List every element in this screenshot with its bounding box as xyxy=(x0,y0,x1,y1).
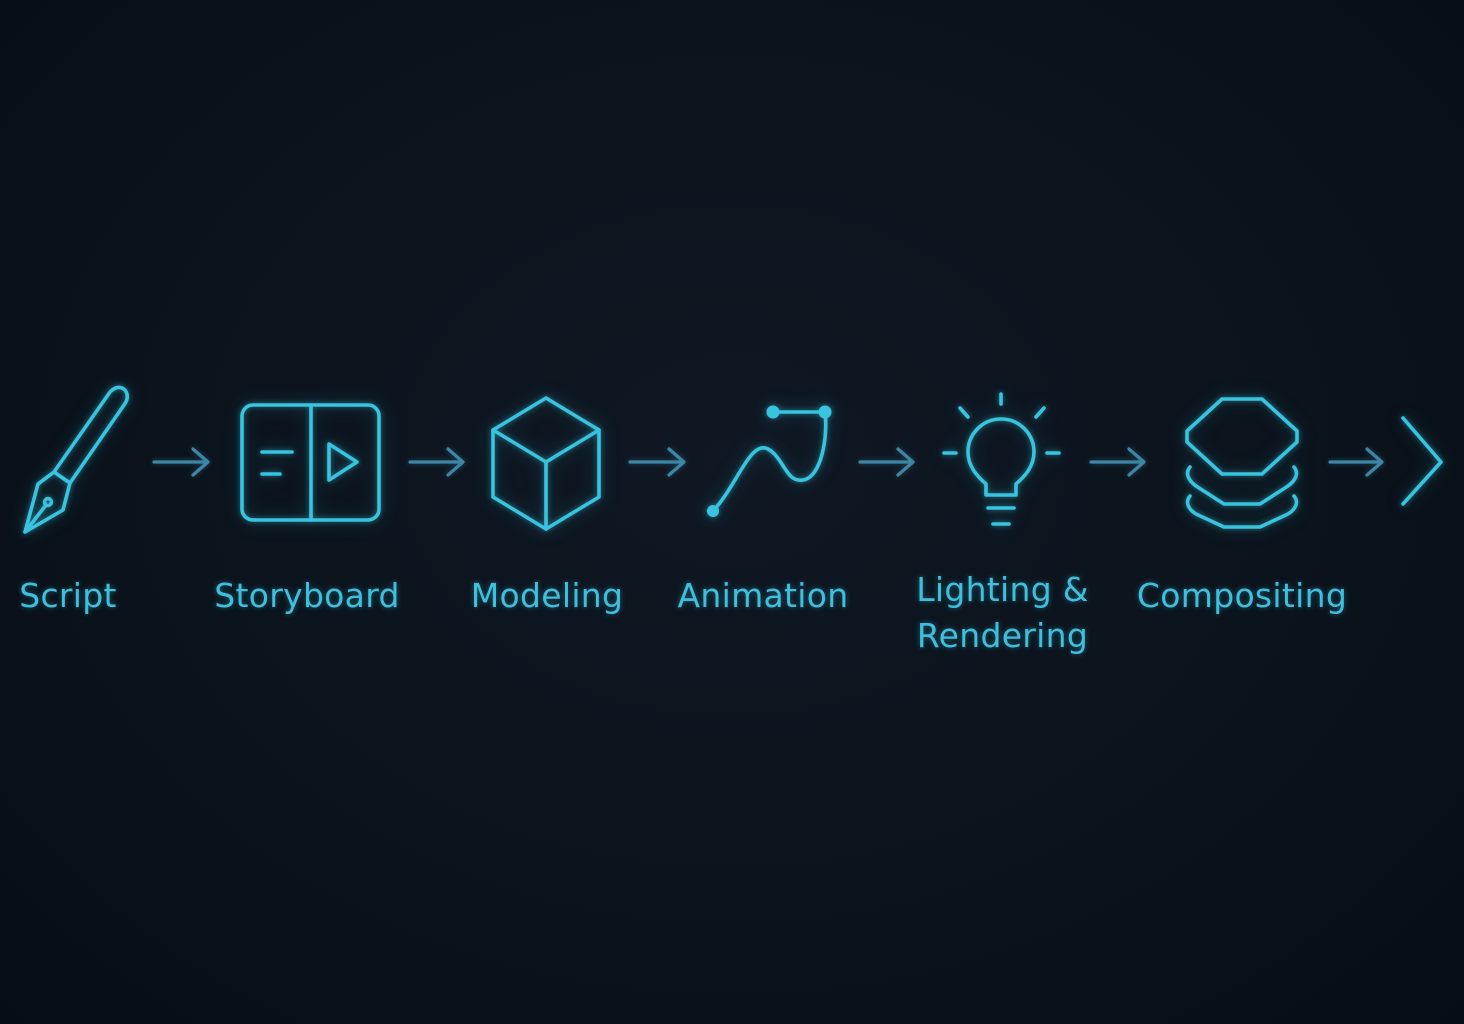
arrow-right-icon xyxy=(152,447,210,477)
step-label-compositing: Compositing xyxy=(1136,576,1348,615)
curve-path-icon xyxy=(707,405,832,517)
step-label-lighting-rendering: Lighting & Rendering xyxy=(916,570,1089,655)
arrow-right-icon xyxy=(1328,447,1384,477)
arrow-right-icon xyxy=(628,447,686,477)
layers-icon xyxy=(1185,397,1299,529)
step-label-storyboard: Storyboard xyxy=(214,576,400,615)
chevron-right-icon xyxy=(1401,416,1443,506)
pen-nib-icon xyxy=(23,385,130,534)
step-label-animation: Animation xyxy=(677,576,849,615)
arrow-right-icon xyxy=(408,447,465,477)
cube-icon xyxy=(491,396,601,531)
arrow-right-icon xyxy=(858,447,915,477)
arrow-right-icon xyxy=(1089,447,1146,477)
step-label-script: Script xyxy=(19,576,117,615)
storyboard-icon xyxy=(240,403,381,522)
light-bulb-icon xyxy=(942,392,1061,526)
step-label-modeling: Modeling xyxy=(470,576,624,615)
